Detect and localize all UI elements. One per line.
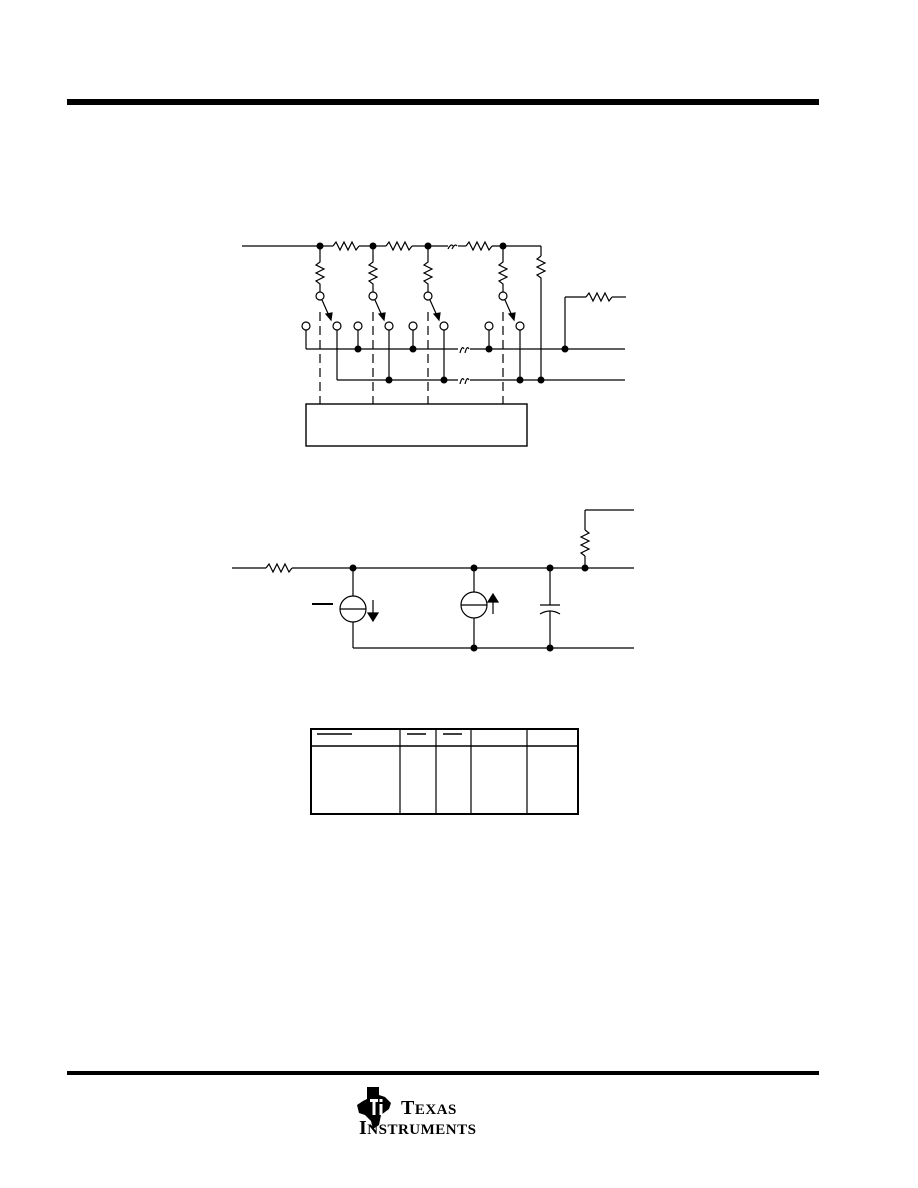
input-resistor — [232, 562, 353, 574]
footer-rule — [67, 1071, 819, 1075]
current-source-nodes — [349, 564, 589, 652]
source-current-source — [460, 568, 500, 648]
control-logic-box — [305, 403, 528, 447]
logo-wordmark-line1: TEXAS — [401, 1097, 457, 1119]
texas-instruments-logo: TEXAS INSTRUMENTS — [355, 1085, 525, 1145]
table-column-dividers — [399, 729, 528, 814]
logo-wordmark-line2: INSTRUMENTS — [359, 1117, 477, 1139]
ladder-switches — [301, 291, 525, 331]
ladder-feedback-resistor — [564, 291, 626, 349]
ti-state-logo-icon — [357, 1087, 391, 1129]
table-frame — [310, 728, 579, 815]
header-rule — [67, 99, 819, 105]
capacitor — [539, 568, 561, 648]
ladder-control-links — [319, 312, 504, 404]
sink-current-source — [312, 568, 380, 648]
ladder-switch-legs — [305, 330, 625, 385]
ladder-shunt-resistors — [314, 246, 547, 380]
